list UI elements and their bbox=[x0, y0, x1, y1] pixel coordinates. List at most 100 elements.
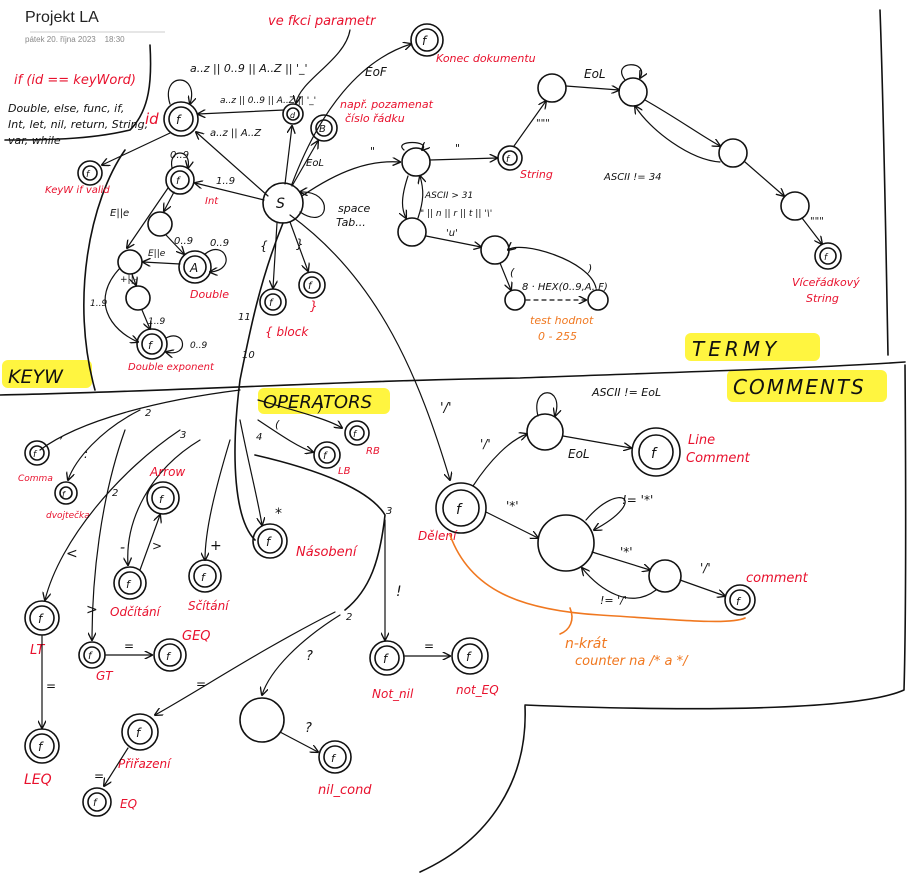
edge-str-escape bbox=[403, 175, 409, 218]
edge-double-e bbox=[143, 262, 181, 264]
t-eq-1: = bbox=[46, 679, 56, 693]
comments-highlight bbox=[727, 370, 887, 402]
state-rbrace-inner bbox=[303, 276, 321, 294]
edge-dot-double bbox=[165, 234, 184, 254]
label-gt: GT bbox=[96, 669, 114, 683]
t-az-id-2: a..z || 0..9 || A..Z || '_' bbox=[220, 96, 316, 106]
edge-s-str bbox=[301, 162, 400, 197]
state-mlstr-inner bbox=[819, 247, 837, 265]
state-leq-inner bbox=[29, 733, 55, 759]
edge-sign-dexp bbox=[141, 309, 150, 329]
t-comma: , bbox=[60, 427, 64, 441]
label-id: id bbox=[145, 110, 159, 128]
state-rbrace-outer bbox=[298, 271, 326, 299]
state-comma-inner bbox=[29, 445, 45, 461]
t-eol-top: EoL bbox=[584, 67, 606, 81]
section-terms: TERMY bbox=[692, 337, 780, 361]
label-not-eq: not_EQ bbox=[456, 683, 499, 697]
state-double-outer bbox=[178, 250, 212, 284]
state-hex-start bbox=[504, 289, 526, 311]
state-eof-outer bbox=[410, 23, 444, 57]
label-arrow: Arrow bbox=[149, 465, 185, 479]
state-lbrace-inner bbox=[264, 293, 282, 311]
state-int-outer bbox=[165, 165, 195, 195]
state-noteq-inner bbox=[457, 643, 483, 669]
state-lb-inner bbox=[318, 446, 336, 464]
state-lt-inner bbox=[29, 605, 55, 631]
state-colon-f: f bbox=[62, 490, 66, 499]
t-dq-close: " bbox=[455, 142, 460, 155]
divider-right bbox=[879, 9, 889, 356]
label-not-nil: Not_nil bbox=[372, 687, 414, 701]
state-dexp-outer bbox=[136, 328, 168, 360]
loop-dexp bbox=[166, 335, 184, 353]
edge-d-id bbox=[198, 109, 285, 114]
state-sign bbox=[125, 285, 151, 311]
note-keywords-2: Int, let, nil, return, String, bbox=[8, 118, 148, 131]
state-dot bbox=[147, 211, 173, 237]
t-eq-4: = bbox=[94, 769, 104, 783]
edge-block-star bbox=[591, 551, 650, 570]
state-plus-f: f bbox=[201, 571, 207, 584]
label-string: String bbox=[520, 168, 553, 181]
state-lt-outer bbox=[24, 600, 60, 636]
t-paren-close: ) bbox=[587, 262, 592, 275]
state-ml-4 bbox=[780, 191, 810, 221]
t-plus: + bbox=[210, 538, 222, 554]
t-num-4: 4 bbox=[256, 432, 262, 443]
t-az-id: a..z || 0..9 || A..Z || '_' bbox=[190, 62, 308, 75]
label-prirazeni: Přiřazení bbox=[118, 757, 172, 771]
t-double-loop: 0..9 bbox=[210, 238, 229, 249]
edge-s-rbrace bbox=[289, 221, 308, 271]
t-ne-star: != '*' bbox=[622, 493, 653, 507]
state-keyw-outer bbox=[77, 160, 103, 186]
state-comment-inner bbox=[729, 589, 751, 611]
state-mlstr-f: f bbox=[824, 253, 829, 263]
label-int: Int bbox=[205, 196, 219, 207]
state-rb-inner bbox=[349, 425, 365, 441]
t-1-9: 1..9 bbox=[216, 176, 235, 187]
t-dexp-1-9: 1..9 bbox=[90, 299, 107, 309]
t-paren-open: ( bbox=[510, 266, 515, 279]
t-space: space bbox=[338, 202, 371, 215]
loop-double bbox=[204, 248, 227, 272]
t-brace-open: { bbox=[260, 239, 268, 253]
t-az-start: a..z || A..Z bbox=[210, 128, 262, 139]
t-dexp-loop: 0..9 bbox=[190, 341, 207, 351]
t-eol-comment: EoL bbox=[568, 447, 590, 461]
state-int-f: f bbox=[176, 176, 181, 187]
state-double-inner bbox=[183, 255, 207, 279]
t-escapes: " || n || r || t || '\' bbox=[420, 209, 492, 219]
state-assign-f: f bbox=[136, 726, 142, 740]
state-eol-outer bbox=[310, 114, 338, 142]
label-line-comment-2: Comment bbox=[686, 451, 751, 466]
edge-s-eol bbox=[291, 141, 318, 187]
state-block-comment bbox=[537, 514, 595, 572]
label-multiline-1: Víceřádkový bbox=[792, 276, 860, 289]
t-u: 'u' bbox=[446, 228, 458, 239]
edge-arrow bbox=[139, 515, 160, 571]
edge-lb bbox=[257, 419, 313, 452]
time-text: 18:30 bbox=[104, 35, 125, 44]
state-leq-f: f bbox=[38, 740, 44, 754]
edge-u-hex bbox=[499, 262, 511, 290]
t-num-11: 11 bbox=[238, 312, 251, 323]
edge-hex-back bbox=[508, 247, 597, 289]
note-range: 0 - 255 bbox=[538, 330, 577, 343]
edge-s-id bbox=[196, 132, 269, 197]
state-lb-outer bbox=[313, 441, 341, 469]
state-mul-inner bbox=[257, 528, 283, 554]
edge-assign bbox=[155, 611, 336, 715]
t-eof: EoF bbox=[365, 65, 388, 79]
t-slash-2: '/' bbox=[480, 437, 491, 451]
comments-box bbox=[524, 364, 907, 710]
state-mlstr-outer bbox=[814, 242, 842, 270]
state-comment-f: f bbox=[736, 595, 742, 608]
note-napr-1: např. pozamenat bbox=[340, 98, 434, 111]
edge-s-slash bbox=[289, 214, 450, 480]
edge-escape-str bbox=[418, 176, 423, 219]
state-linecomment-inner bbox=[638, 434, 674, 470]
t-double-in: 0..9 bbox=[174, 236, 193, 247]
label-lb: LB bbox=[338, 466, 351, 477]
t-lparen: ( bbox=[275, 418, 280, 431]
